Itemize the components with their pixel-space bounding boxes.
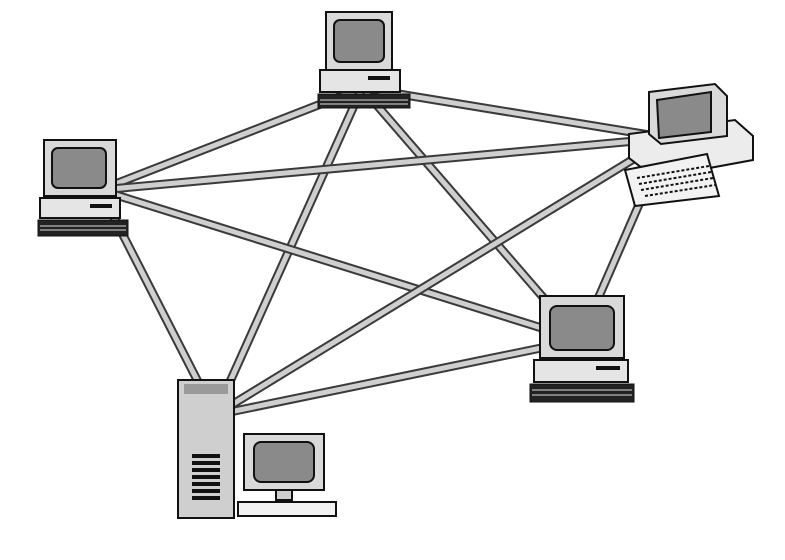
- keyboard: [237, 501, 337, 517]
- cable-core-left-right: [99, 135, 669, 193]
- monitor-screen: [655, 90, 712, 140]
- monitor-screen: [333, 19, 385, 63]
- keyboard: [37, 219, 129, 237]
- computer-left: [37, 139, 129, 237]
- tower-vents: [192, 454, 220, 500]
- system-unit: [319, 69, 401, 93]
- tower-case: [177, 379, 235, 519]
- workstation-right: [623, 82, 754, 208]
- computer-lower-right: [529, 295, 635, 403]
- cable-core-lower-right-bottom-left: [214, 337, 581, 418]
- drive-slot: [596, 366, 620, 370]
- monitor-screen: [51, 147, 107, 189]
- system-unit: [533, 359, 629, 383]
- cable-core-top-right: [361, 85, 669, 141]
- keyboard: [623, 152, 721, 208]
- monitor-screen: [253, 441, 315, 483]
- drive-slot: [368, 76, 390, 80]
- keyboard: [529, 383, 635, 403]
- server-bottom-left: [177, 379, 337, 519]
- keyboard: [317, 93, 411, 109]
- cable-core-left-lower-right: [99, 187, 581, 343]
- monitor-stand: [275, 489, 293, 501]
- drive-slot: [90, 204, 112, 208]
- network-links: [95, 83, 673, 420]
- monitor-screen: [549, 305, 615, 351]
- computer-top: [317, 11, 411, 109]
- cable-core-right-bottom-left: [213, 135, 670, 418]
- system-unit: [39, 197, 121, 219]
